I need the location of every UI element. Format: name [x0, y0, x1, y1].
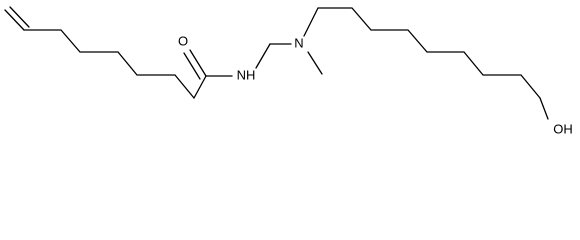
chemical-structure-diagram: O NH N OH — [4, 6, 573, 136]
hydroxyl-label: OH — [553, 121, 573, 136]
bond-c-to-oh — [539, 97, 549, 120]
bond-double-outer — [4, 9, 25, 31]
oxygen-label: O — [178, 33, 188, 48]
bond-double-inner — [9, 6, 30, 28]
bond-nh-to-ch2 — [255, 43, 271, 69]
bond-n-methyl — [307, 51, 323, 75]
bond-carbonyl-c-to-chain — [193, 75, 207, 99]
amine-n-label: N — [294, 35, 303, 50]
hydroxyoctyl-chain — [303, 7, 541, 99]
terminal-alkene — [4, 6, 30, 31]
bond-c-o-double-2 — [183, 52, 201, 80]
amide-nh-label: NH — [237, 67, 256, 82]
octenoyl-chain — [23, 29, 195, 99]
bond-c-o-double-1 — [189, 49, 207, 77]
